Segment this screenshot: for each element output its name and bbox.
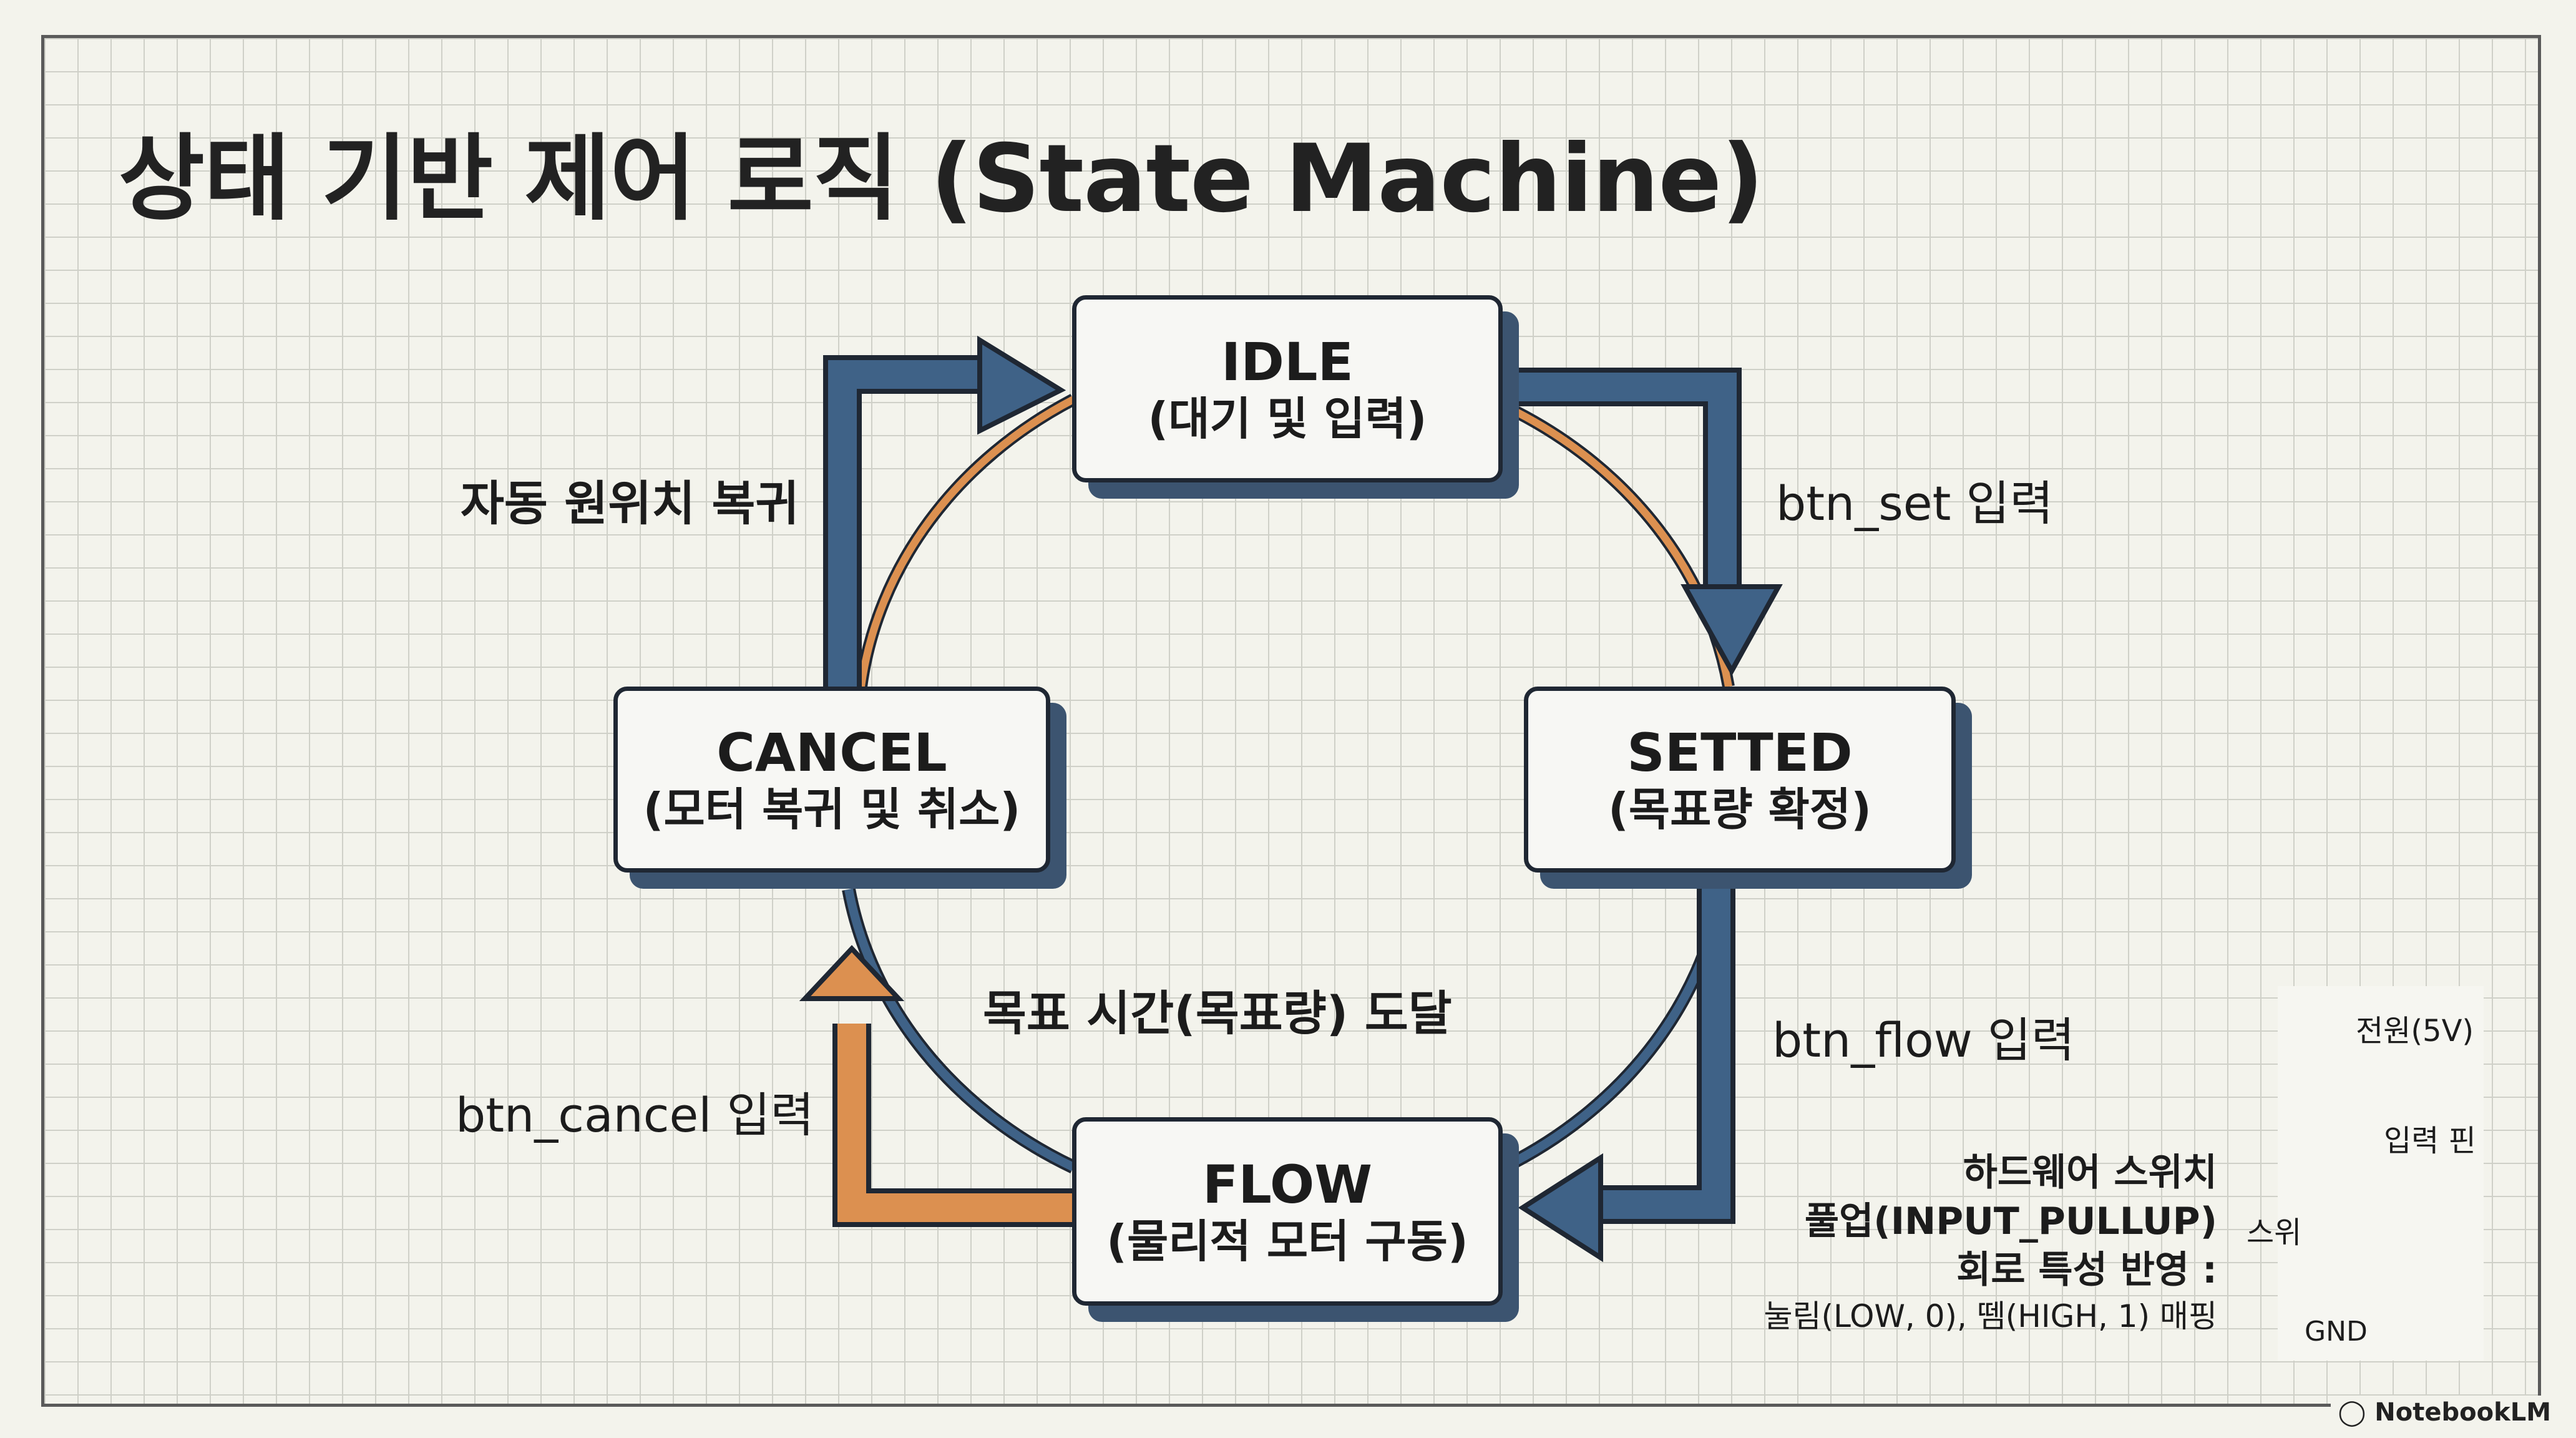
state-idle-sub: (대기 및 입력) <box>1148 393 1427 446</box>
state-cancel: CANCEL (모터 복귀 및 취소) <box>613 687 1050 873</box>
ring-arc-idle-setted <box>1513 406 1735 688</box>
page-title: 상태 기반 제어 로직 (State Machine) <box>119 125 1764 233</box>
state-idle-name: IDLE <box>1221 331 1354 393</box>
circuit-ground-label: GND <box>2305 1316 2368 1348</box>
ring-arc-idle-setted-fill <box>1515 408 1732 688</box>
hardware-note-line1: 하드웨어 스위치 <box>1963 1151 2217 1195</box>
state-idle: IDLE (대기 및 입력) <box>1072 295 1503 482</box>
ring-arc-cancel-flow-fill <box>844 888 1076 1171</box>
label-flow-to-cancel-auto: 목표 시간(목표량) 도달 <box>983 986 1452 1041</box>
hardware-note-line4: 눌림(LOW, 0), 뗌(HIGH, 1) 매핑 <box>1764 1298 2217 1334</box>
circuit-switch-label: 스위 <box>2247 1215 2302 1250</box>
arrow-cancel-to-idle <box>823 335 1066 693</box>
ring-arc-setted-flow-fill <box>1501 888 1727 1171</box>
notebooklm-watermark: ◯ NotebookLM <box>2330 1396 2559 1429</box>
arrow-flow-to-cancel <box>799 945 1073 1227</box>
circuit-panel <box>2278 986 2484 1361</box>
circuit-power-label: 전원(5V) <box>2356 1014 2474 1049</box>
circuit-input-pin-label: 입력 핀 <box>2384 1123 2476 1158</box>
state-setted: SETTED (목표량 확정) <box>1524 687 1956 873</box>
state-cancel-sub: (모터 복귀 및 취소) <box>643 783 1021 836</box>
state-setted-sub: (목표량 확정) <box>1608 783 1872 836</box>
ring-arc-cancel-idle-fill <box>857 396 1075 687</box>
grid-background <box>41 35 2541 1407</box>
label-setted-to-flow: btn_flow 입력 <box>1772 1012 2075 1068</box>
hardware-note-line3: 회로 특성 반영 : <box>1956 1248 2217 1292</box>
hardware-note: 하드웨어 스위치 풀업(INPUT_PULLUP) 회로 특성 반영 : 눌림(… <box>1764 1148 2217 1338</box>
state-flow-sub: (물리적 모터 구동) <box>1106 1215 1468 1268</box>
hardware-note-line2: 풀업(INPUT_PULLUP) <box>1804 1200 2217 1243</box>
label-cancel-to-idle: 자동 원위치 복귀 <box>461 476 799 531</box>
label-flow-to-cancel: btn_cancel 입력 <box>456 1087 814 1143</box>
arrow-idle-to-setted <box>1510 368 1783 677</box>
watermark-text: NotebookLM <box>2374 1398 2551 1427</box>
arrow-setted-to-flow <box>1518 886 1735 1263</box>
state-flow: FLOW (물리적 모터 구동) <box>1072 1117 1503 1306</box>
ring-arc-setted-flow <box>1501 888 1729 1173</box>
label-idle-to-setted: btn_set 입력 <box>1776 476 2054 531</box>
state-cancel-name: CANCEL <box>716 721 947 783</box>
ring-arc-cancel-idle <box>855 394 1076 688</box>
state-flow-name: FLOW <box>1203 1153 1372 1215</box>
notebooklm-logo-icon: ◯ <box>2338 1398 2366 1427</box>
state-setted-name: SETTED <box>1627 721 1853 783</box>
